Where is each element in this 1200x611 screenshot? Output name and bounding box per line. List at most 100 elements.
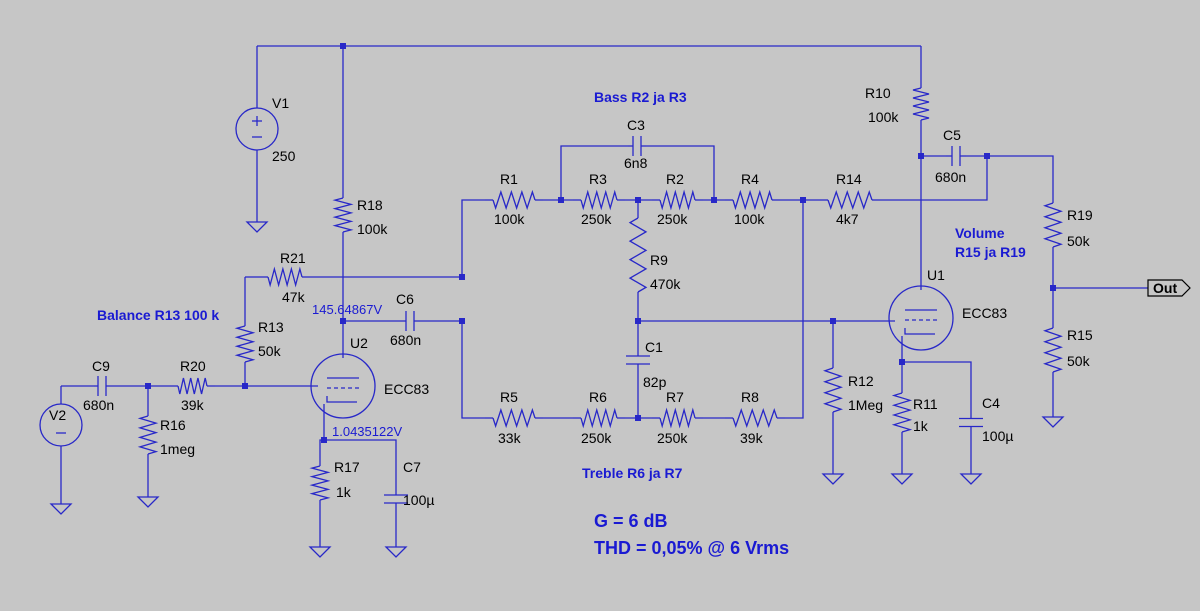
wire xyxy=(732,408,778,428)
wire xyxy=(628,217,648,293)
r16-name: R16 xyxy=(160,417,186,433)
r11-value: 1k xyxy=(913,418,929,434)
c6-name: C6 xyxy=(396,291,414,307)
c7-name: C7 xyxy=(403,459,421,475)
r20-name: R20 xyxy=(180,358,206,374)
r3-value: 250k xyxy=(581,211,612,227)
r21-name: R21 xyxy=(280,250,306,266)
ground-triangle xyxy=(308,546,332,558)
r18-value: 100k xyxy=(357,221,388,237)
wire xyxy=(912,87,930,121)
c3-name: C3 xyxy=(627,117,645,133)
wire xyxy=(324,439,397,480)
cathode-voltage-label: 1.0435122V xyxy=(332,424,402,439)
junction-dot xyxy=(340,318,346,324)
r5-name: R5 xyxy=(500,389,518,405)
wire xyxy=(891,392,913,433)
r15-name: R15 xyxy=(1067,327,1093,343)
wire xyxy=(823,367,843,413)
out-port[interactable]: Out xyxy=(1147,279,1191,297)
out-port-shape xyxy=(1147,279,1191,297)
u2-value: ECC83 xyxy=(384,381,429,397)
r13-name: R13 xyxy=(258,319,284,335)
c9-value: 680n xyxy=(83,397,114,413)
r2-name: R2 xyxy=(666,171,684,187)
r6-name: R6 xyxy=(589,389,607,405)
wire xyxy=(461,321,485,419)
c6-value: 680n xyxy=(390,332,421,348)
u1-name: U1 xyxy=(927,267,945,283)
r15-value: 50k xyxy=(1067,353,1091,369)
ground-triangle xyxy=(245,221,269,233)
r7-value: 250k xyxy=(657,430,688,446)
r8-value: 39k xyxy=(740,430,764,446)
u1-value: ECC83 xyxy=(962,305,1007,321)
volume-label: Volume xyxy=(955,225,1005,241)
wire xyxy=(309,465,331,501)
wire xyxy=(492,407,536,429)
c4-name: C4 xyxy=(982,395,1000,411)
c1-name: C1 xyxy=(645,339,663,355)
wire xyxy=(966,155,1054,195)
parts xyxy=(39,107,954,447)
wire xyxy=(732,189,773,211)
junction-dot xyxy=(459,274,465,280)
r13-value: 50k xyxy=(258,343,282,359)
r8-name: R8 xyxy=(741,389,759,405)
ground-triangle xyxy=(1041,416,1065,428)
v2-name: V2 xyxy=(49,407,66,423)
thd-label: THD = 0,05% @ 6 Vrms xyxy=(594,538,789,558)
v1-name: V1 xyxy=(272,95,289,111)
c9-name: C9 xyxy=(92,358,110,374)
u2-name: U2 xyxy=(350,335,368,351)
r16-value: 1meg xyxy=(160,441,195,457)
balance-label: Balance R13 100 k xyxy=(97,307,219,323)
treble-label: Treble R6 ja R7 xyxy=(582,465,683,481)
r1-name: R1 xyxy=(500,171,518,187)
wire xyxy=(902,361,972,405)
wire xyxy=(580,189,618,211)
c7-value: 100µ xyxy=(403,492,434,508)
r12-value: 1Meg xyxy=(848,397,883,413)
ground-triangle xyxy=(136,496,160,508)
c5-value: 680n xyxy=(935,169,966,185)
r4-value: 100k xyxy=(734,211,765,227)
r11-name: R11 xyxy=(913,396,938,412)
wire xyxy=(461,199,485,277)
r18-name: R18 xyxy=(357,197,383,213)
wire xyxy=(659,189,696,211)
r9-value: 470k xyxy=(650,276,681,292)
r14-name: R14 xyxy=(836,171,862,187)
r21-value: 47k xyxy=(282,289,306,305)
wire xyxy=(234,325,256,363)
r7-name: R7 xyxy=(666,389,684,405)
wire xyxy=(332,197,354,233)
wire xyxy=(646,145,715,200)
r12-name: R12 xyxy=(848,373,874,389)
ground-triangle xyxy=(890,473,914,485)
wire xyxy=(785,200,804,419)
gain-label: G = 6 dB xyxy=(594,511,668,531)
v1-source xyxy=(235,107,279,151)
wire xyxy=(267,266,303,288)
wire xyxy=(904,328,935,335)
r20-value: 39k xyxy=(181,397,205,413)
wires xyxy=(49,43,1148,558)
ground-triangle xyxy=(821,473,845,485)
r17-value: 1k xyxy=(336,484,352,500)
wire xyxy=(492,189,536,211)
ground-triangle xyxy=(384,546,408,558)
c4-value: 100µ xyxy=(982,428,1013,444)
r10-value: 100k xyxy=(868,109,899,125)
wire xyxy=(1043,202,1063,248)
wire xyxy=(580,407,618,429)
r3-name: R3 xyxy=(589,171,607,187)
wire xyxy=(1043,327,1063,373)
r19-name: R19 xyxy=(1067,207,1093,223)
r19-value: 50k xyxy=(1067,233,1091,249)
volume-sub-label: R15 ja R19 xyxy=(955,244,1026,260)
out-port-label: Out xyxy=(1153,280,1177,296)
v2-source xyxy=(39,403,83,447)
